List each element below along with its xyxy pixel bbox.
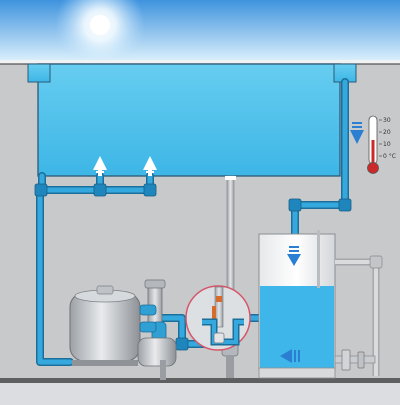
pump bbox=[137, 279, 177, 380]
pool-water bbox=[37, 63, 341, 177]
arrow-icon bbox=[280, 349, 300, 363]
level-sensor bbox=[317, 230, 320, 288]
filter-valves bbox=[139, 304, 157, 333]
thermometer-icon: 30 20 10 0 °C bbox=[367, 115, 396, 174]
skimmer-left bbox=[27, 63, 51, 83]
detail-highlight bbox=[185, 285, 251, 351]
floor bbox=[0, 383, 400, 405]
pool-basin bbox=[27, 63, 357, 177]
arrow-icon bbox=[143, 156, 157, 176]
arrow-icon bbox=[350, 122, 364, 144]
thermometer-label-30: 30 bbox=[383, 117, 391, 124]
pool-drain bbox=[225, 176, 236, 180]
thermometer-label-0: 0 °C bbox=[383, 153, 396, 160]
overflow-pipe bbox=[335, 255, 383, 376]
floor-line bbox=[0, 378, 400, 383]
arrow-icon bbox=[287, 246, 301, 266]
tank-water bbox=[260, 286, 334, 369]
thermometer-label-10: 10 bbox=[383, 141, 391, 148]
arrow-icon bbox=[93, 156, 107, 176]
drain-valve bbox=[334, 349, 376, 371]
thermometer-label-20: 20 bbox=[383, 129, 391, 136]
ground-edge bbox=[0, 60, 400, 64]
sun-icon bbox=[55, 0, 145, 70]
sand-filter bbox=[69, 285, 141, 366]
buffer-tank bbox=[258, 230, 336, 379]
